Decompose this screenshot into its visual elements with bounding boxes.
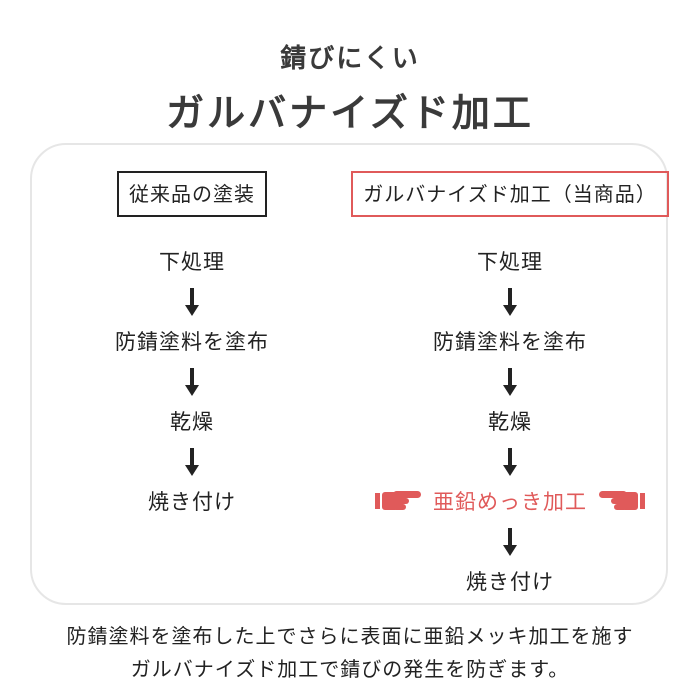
pointing-hand-right-icon: [375, 487, 423, 517]
down-arrow-icon: [32, 357, 352, 407]
right-step-1: 下処理: [477, 250, 543, 274]
footer-line-1: 防錆塗料を塗布した上でさらに表面に亜鉛メッキ加工を施す: [66, 624, 634, 648]
conventional-column-title: 従来品の塗装: [117, 171, 267, 217]
down-arrow-icon: [350, 517, 670, 567]
down-arrow-icon: [350, 437, 670, 487]
left-step-3: 乾燥: [170, 410, 214, 434]
left-step-1: 下処理: [159, 250, 225, 274]
conventional-column: 従来品の塗装 下処理 防錆塗料を塗布 乾燥 焼き付け: [32, 145, 352, 517]
galvanizing-step: 亜鉛めっき加工: [433, 490, 587, 514]
galvanized-column: ガルバナイズド加工（当商品） 下処理 防錆塗料を塗布 乾燥 亜鉛めっ: [350, 145, 670, 597]
comparison-panel: 従来品の塗装 下処理 防錆塗料を塗布 乾燥 焼き付け ガルバナイズド加工（当商品…: [30, 143, 670, 605]
right-step-2: 防錆塗料を塗布: [433, 330, 587, 354]
page-title: ガルバナイズド加工: [166, 91, 534, 135]
down-arrow-icon: [32, 277, 352, 327]
subtitle: 錆びにくい: [280, 44, 420, 74]
galvanized-column-title: ガルバナイズド加工（当商品）: [351, 171, 669, 217]
down-arrow-icon: [350, 277, 670, 327]
right-step-5: 焼き付け: [466, 570, 554, 594]
pointing-hand-left-icon: [597, 487, 645, 517]
left-step-4: 焼き付け: [148, 490, 236, 514]
down-arrow-icon: [32, 437, 352, 487]
left-step-2: 防錆塗料を塗布: [115, 330, 269, 354]
highlight-step-row: 亜鉛めっき加工: [350, 487, 670, 517]
right-step-3: 乾燥: [488, 410, 532, 434]
down-arrow-icon: [350, 357, 670, 407]
footer-line-2: ガルバナイズド加工で錆びの発生を防ぎます。: [130, 657, 570, 681]
